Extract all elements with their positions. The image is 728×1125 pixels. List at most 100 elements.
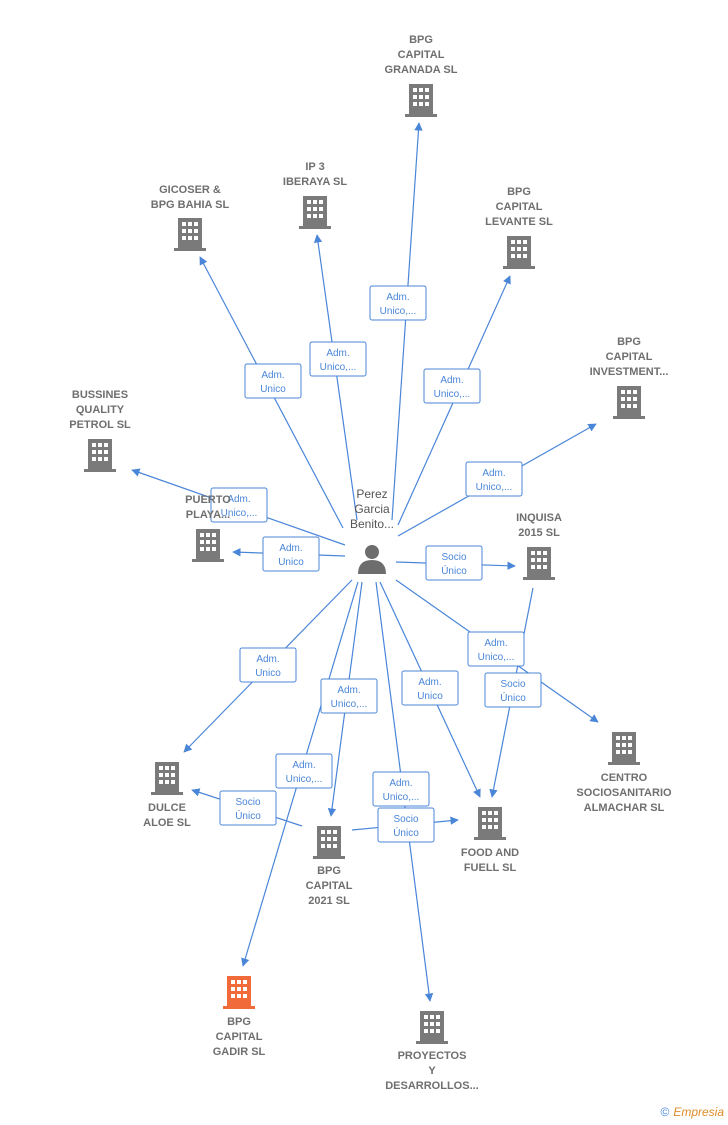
edge-label-box	[401, 670, 459, 706]
edge-label-line: Unico,...	[434, 389, 471, 400]
node-label-line: INQUISA	[516, 512, 562, 524]
building-icon	[474, 807, 506, 840]
node-label-line: ALMACHAR SL	[584, 802, 665, 814]
edge-label-box	[262, 536, 320, 572]
node-label-line: IP 3	[305, 161, 324, 173]
company-node-puerto[interactable]: PUERTOPLAYA...	[185, 494, 231, 562]
company-node-capital2021[interactable]: BPG CAPITAL 2021 SL	[306, 826, 353, 907]
edge-label-line: Unico	[278, 557, 304, 568]
edge-label-line: Adm.	[418, 677, 441, 688]
node-label-line: BPG	[507, 186, 531, 198]
node-label-line: CENTRO	[601, 772, 648, 784]
edge-label-line: Unico,...	[286, 774, 323, 785]
edge-label-person-to-investment[interactable]: Adm.Unico,...	[465, 461, 523, 497]
edge-label-line: Unico,...	[331, 699, 368, 710]
node-label-line: DESARROLLOS...	[385, 1080, 479, 1092]
building-icon	[151, 762, 183, 795]
node-label-line: BPG	[317, 865, 341, 877]
edge-label-person-to-granada[interactable]: Adm.Unico,...	[369, 285, 427, 321]
company-node-centro[interactable]: CENTRO SOCIOSANITARIO ALMACHAR SL	[576, 732, 672, 814]
edge-person-to-granada	[391, 122, 423, 521]
edge-label-person-to-puerto[interactable]: Adm. Unico	[262, 536, 320, 572]
node-label-line: Benito...	[350, 517, 394, 531]
edge-label-line: Socio	[235, 797, 260, 808]
edge-labels-layer: Adm.Unico,...Adm.Unico,...Adm.UnicoAdm.U…	[210, 285, 542, 843]
edge-label-line: Único	[235, 809, 261, 822]
edge-label-box	[423, 368, 481, 404]
footer-credit: ©Empresia	[660, 1105, 724, 1119]
edge-label-line: Socio	[393, 814, 418, 825]
brand-logo[interactable]: Empresia	[673, 1105, 724, 1119]
node-label-line: ALOE SL	[143, 817, 191, 829]
edge-label-box	[309, 341, 367, 377]
node-label-line: INVESTMENT...	[590, 366, 669, 378]
company-node-dulce[interactable]: DULCE ALOE SL	[143, 762, 191, 829]
edge-label-person-to-centro[interactable]: Adm.Unico,...	[467, 631, 525, 667]
edge-label-person-to-gicoser[interactable]: Adm.Unico	[244, 363, 302, 399]
edge-label-box	[377, 807, 435, 843]
node-label-line: SOCIOSANITARIO	[576, 787, 672, 799]
edge-label-box	[465, 461, 523, 497]
edge-label-line: Adm.	[227, 494, 250, 505]
edge-label-person-to-levante[interactable]: Adm.Unico,...	[423, 368, 481, 404]
node-label-line: PLAYA...	[186, 509, 230, 521]
company-node-proyectos[interactable]: PROYECTOSYDESARROLLOS...	[385, 1011, 479, 1092]
company-node-ip3[interactable]: IP 3 IBERAYA SL	[283, 161, 347, 229]
building-icon	[84, 439, 116, 472]
edge-label-person-to-proyectos[interactable]: Adm.Unico,...	[372, 771, 430, 807]
edge-label-person-to-ip3[interactable]: Adm. Unico,...	[309, 341, 367, 377]
node-label-line: FOOD AND	[461, 847, 519, 859]
edge-label-line: Unico,...	[320, 362, 357, 373]
edge-label-line: Adm.	[482, 468, 505, 479]
edge-label-line: Adm.	[484, 638, 507, 649]
building-icon	[174, 218, 206, 251]
person-node[interactable]: PerezGarciaBenito...	[350, 487, 394, 574]
building-icon	[416, 1011, 448, 1044]
edge-label-person-to-capital2021[interactable]: Adm.Unico,...	[320, 678, 378, 714]
edge-label-line: Adm.	[326, 348, 349, 359]
edge-label-line: Adm.	[386, 292, 409, 303]
node-label-line: 2021 SL	[308, 895, 350, 907]
edge-label-person-to-bussines[interactable]: Adm. Unico,...	[210, 487, 268, 523]
edge-label-line: Adm.	[279, 543, 302, 554]
node-label-line: Y	[428, 1065, 436, 1077]
edge-label-line: Unico,...	[221, 508, 258, 519]
person-icon	[358, 545, 386, 574]
edge-label-box	[244, 363, 302, 399]
node-label-line: PETROL SL	[69, 419, 131, 431]
building-icon	[608, 732, 640, 765]
node-label-line: DULCE	[148, 802, 186, 814]
edge-label-line: Adm.	[256, 654, 279, 665]
edge-label-line: Socio	[500, 679, 525, 690]
edge-label-box	[484, 672, 542, 708]
edge-label-line: Único	[500, 691, 526, 704]
edge-label-line: Adm.	[292, 760, 315, 771]
edge-label-person-to-gadir[interactable]: Adm. Unico,...	[275, 753, 333, 789]
edge-label-line: Único	[393, 826, 419, 839]
node-label-line: CAPITAL	[306, 880, 353, 892]
edge-label-person-to-dulce[interactable]: Adm. Unico	[239, 647, 297, 683]
edge-label-line: Unico	[255, 668, 281, 679]
edge-person-to-ip3	[313, 234, 358, 521]
copyright-symbol: ©	[660, 1105, 670, 1119]
node-label-line: LEVANTE SL	[485, 216, 553, 228]
node-label-line: IBERAYA SL	[283, 176, 347, 188]
edge-label-box	[210, 487, 268, 523]
node-label-line: CAPITAL	[606, 351, 653, 363]
company-node-gicoser[interactable]: GICOSER &BPG BAHIA SL	[151, 184, 230, 251]
edge-label-person-to-food[interactable]: Adm.Unico	[401, 670, 459, 706]
building-icon	[313, 826, 345, 859]
company-node-investment[interactable]: BPGCAPITALINVESTMENT...	[590, 336, 669, 419]
node-label-line: GRANADA SL	[385, 64, 458, 76]
